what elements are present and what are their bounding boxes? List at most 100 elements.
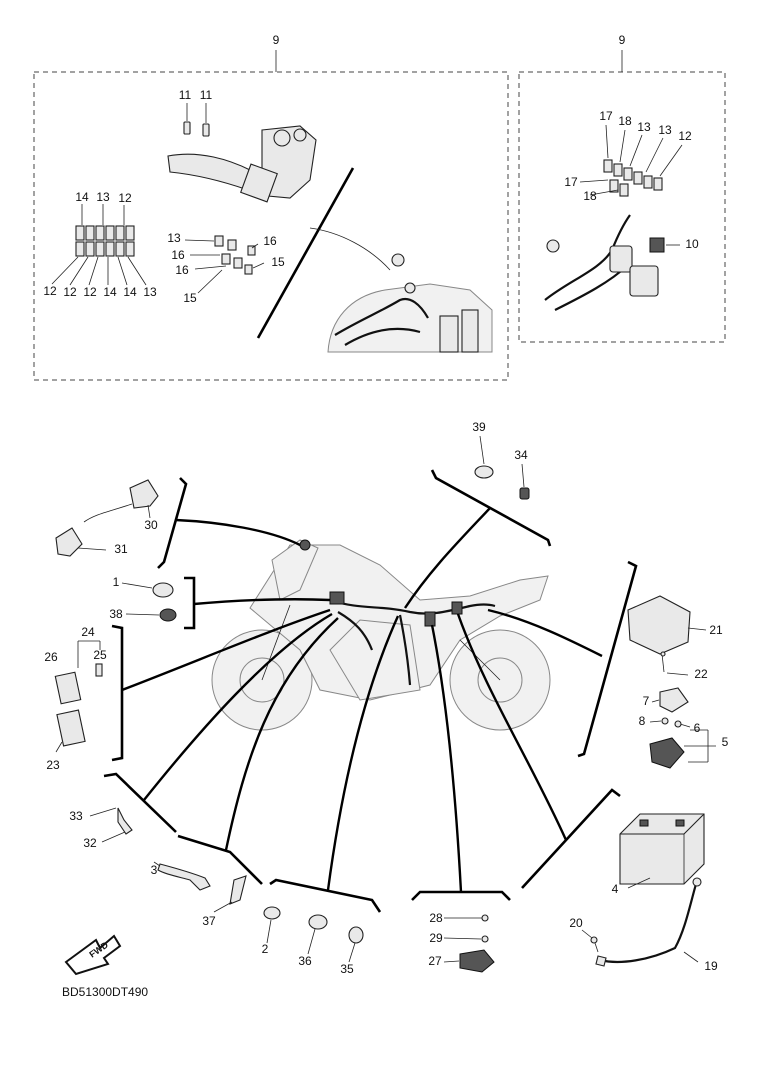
bracket-30-31	[157, 477, 188, 569]
part-number-12-c: 12	[63, 285, 77, 299]
wiring-detail-top	[167, 125, 317, 203]
part-number-13-c: 13	[167, 231, 181, 245]
part-number-35: 35	[340, 962, 354, 976]
screw-8	[661, 717, 669, 725]
part-number-31: 31	[114, 542, 128, 556]
detail-bracket-left	[256, 167, 355, 339]
bracket-23-26	[111, 624, 124, 762]
sensor-32	[117, 807, 133, 835]
part-number-25: 25	[93, 648, 107, 662]
part-number-12-a: 12	[118, 191, 132, 205]
part-number-22: 22	[694, 667, 708, 681]
fwd-arrow-icon: FWD	[64, 934, 122, 976]
bracket-3-37	[177, 834, 263, 885]
fuse-cluster	[214, 235, 256, 275]
part-number-39: 39	[472, 420, 486, 434]
part-number-11-a: 11	[179, 88, 192, 102]
regulator-21	[627, 595, 691, 655]
holder-37	[229, 875, 247, 905]
clamp-36	[308, 914, 328, 930]
lead-wire-3	[157, 863, 211, 891]
bracket-27-29	[411, 890, 511, 901]
part-number-11-b: 11	[200, 88, 213, 102]
part-number-12-b: 12	[43, 284, 57, 298]
part-number-26: 26	[44, 650, 58, 664]
clamp-2	[263, 906, 281, 920]
fuse-array	[75, 225, 135, 257]
clip-38	[159, 608, 177, 622]
bracket-39-34	[430, 469, 552, 547]
part-number-16-b: 16	[175, 263, 189, 277]
part-number-34: 34	[514, 448, 528, 462]
sensor-27	[459, 949, 495, 973]
part-number-7: 7	[643, 694, 650, 708]
part-number-6: 6	[694, 721, 701, 735]
relay-23	[56, 709, 86, 747]
relay-26	[54, 671, 82, 705]
bracket-4-19	[521, 788, 621, 889]
part-number-4: 4	[612, 882, 619, 896]
clamp-35	[348, 926, 364, 944]
part-number-30: 30	[144, 518, 158, 532]
part-number-13-a: 13	[96, 190, 110, 204]
part-number-14-b: 14	[103, 285, 117, 299]
part-number-14-c: 14	[123, 285, 137, 299]
part-number-17-b: 17	[564, 175, 578, 189]
band-1	[152, 582, 174, 598]
group-label-left: 9	[273, 33, 280, 47]
battery-4	[619, 813, 705, 885]
bolt-22	[660, 651, 666, 673]
part-number-8: 8	[639, 714, 646, 728]
part-number-5: 5	[722, 735, 729, 749]
part-number-13-d: 13	[637, 120, 651, 134]
part-number-1: 1	[113, 575, 120, 589]
part-number-12-d: 12	[83, 285, 97, 299]
part-number-17-a: 17	[599, 109, 613, 123]
part-number-10: 10	[685, 237, 699, 251]
part-number-32: 32	[83, 836, 97, 850]
fuse-25	[95, 663, 103, 677]
group-box-right	[518, 71, 726, 343]
part-number-18-b: 18	[583, 189, 597, 203]
part-number-20: 20	[569, 916, 583, 930]
fuse-11-b	[202, 123, 210, 137]
group-box-left	[33, 71, 509, 381]
part-number-15-b: 15	[183, 291, 197, 305]
part-number-29: 29	[429, 931, 443, 945]
diagram-code: BD51300DT490	[62, 985, 148, 999]
part-number-37: 37	[202, 914, 216, 928]
wiring-detail-right	[544, 214, 659, 311]
part-number-19: 19	[704, 959, 718, 973]
part-number-2: 2	[262, 942, 269, 956]
battery-cable-19	[595, 877, 702, 967]
fuse-11-a	[183, 121, 191, 135]
accessory-socket-30	[83, 479, 159, 523]
sensor-5	[649, 737, 685, 769]
grommet-34	[519, 487, 530, 500]
part-number-16-c: 16	[263, 234, 277, 248]
bike-detail-left	[327, 253, 493, 353]
part-number-18-a: 18	[618, 114, 632, 128]
part-number-12-e: 12	[678, 129, 692, 143]
cover-7	[659, 687, 689, 713]
part-number-23: 23	[46, 758, 60, 772]
bracket-1-38	[184, 576, 196, 630]
part-number-36: 36	[298, 954, 312, 968]
group-label-right: 9	[619, 33, 626, 47]
part-number-21: 21	[709, 623, 723, 637]
part-number-13-e: 13	[658, 123, 672, 137]
relay-10	[649, 237, 665, 253]
bracket-33-32	[103, 772, 177, 833]
part-number-28: 28	[429, 911, 443, 925]
sensor-31	[55, 527, 83, 557]
clamp-39	[474, 465, 494, 479]
bolt-20	[590, 936, 599, 953]
part-number-27: 27	[428, 954, 442, 968]
part-number-13-b: 13	[143, 285, 157, 299]
bracket-2-36-35	[269, 878, 382, 913]
part-number-15-a: 15	[271, 255, 285, 269]
part-number-16-a: 16	[171, 248, 185, 262]
part-number-24: 24	[81, 625, 95, 639]
fuse-cluster-right	[603, 159, 663, 197]
